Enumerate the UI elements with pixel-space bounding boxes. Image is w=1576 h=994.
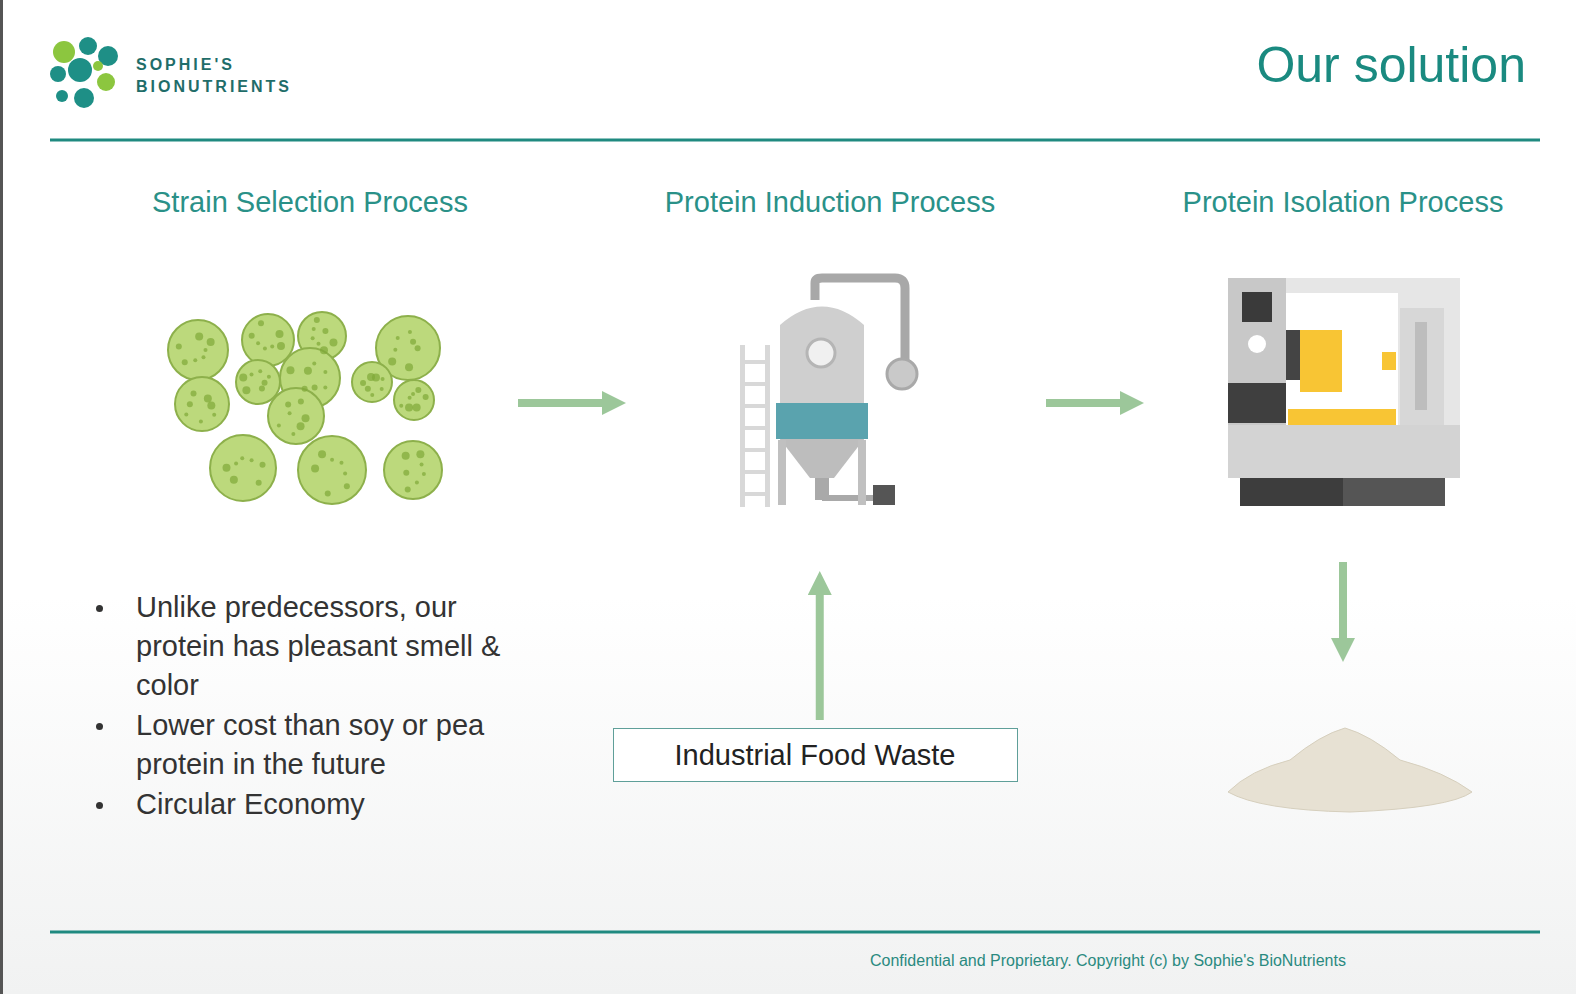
- stage-heading: Protein Isolation Process: [1140, 180, 1546, 219]
- protein-powder: [1228, 728, 1472, 812]
- left-edge: [0, 0, 3, 994]
- cell-spots: [176, 317, 429, 496]
- logo-text: BIONUTRIENTS: [136, 78, 292, 96]
- box-label: Industrial Food Waste: [675, 739, 956, 772]
- flow-arrow: [518, 399, 614, 407]
- output-arrow: [1339, 562, 1347, 650]
- header-rule: [50, 139, 1540, 142]
- footer-note: Confidential and Proprietary. Copyright …: [870, 952, 1346, 970]
- footer-rule: [50, 931, 1540, 934]
- bullet-dot: [96, 605, 103, 612]
- logo-text: SOPHIE'S: [136, 56, 235, 74]
- flow-arrow: [816, 583, 824, 720]
- bullet-text: Unlike predecessors, our protein has ple…: [136, 588, 536, 705]
- process-stage: Strain Selection Process: [110, 180, 510, 575]
- algae-cells: [168, 312, 442, 504]
- bullet-text: Lower cost than soy or pea protein in th…: [136, 706, 536, 784]
- input-box: Industrial Food Waste: [613, 728, 1018, 782]
- isolation-machine: [1228, 278, 1460, 506]
- bullet-text: Circular Economy: [136, 785, 536, 824]
- fermenter-tank: [740, 278, 917, 507]
- slide-title: Our solution: [1256, 36, 1526, 94]
- process-stage: Protein Isolation Process: [1140, 180, 1546, 575]
- stage-heading: Protein Induction Process: [622, 180, 1038, 219]
- bullet-dot: [96, 802, 103, 809]
- process-stage: Protein Induction Process: [622, 180, 1038, 575]
- logo-mark: [50, 37, 118, 108]
- bullet-dot: [96, 723, 103, 730]
- flow-arrow: [1046, 399, 1132, 407]
- stage-heading: Strain Selection Process: [110, 180, 510, 219]
